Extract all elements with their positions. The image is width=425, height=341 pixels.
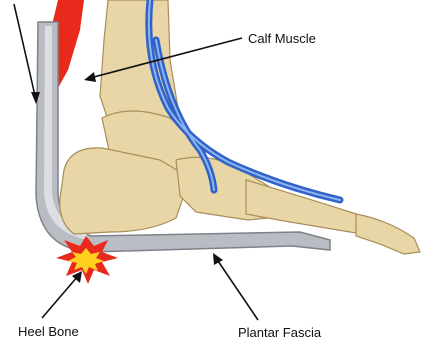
heel-bone-label: Heel Bone [18, 325, 79, 338]
arrow-plantar-fascia [216, 258, 258, 320]
arrow-calf-muscle-head [84, 72, 96, 82]
arrow-plantar-fascia-head [213, 253, 223, 265]
toe-bones [356, 214, 420, 254]
arrow-top-left [14, 4, 36, 100]
plantar-fascia-label: Plantar Fascia [238, 326, 321, 339]
arrow-heel-bone [42, 276, 78, 318]
calf-muscle-label: Calf Muscle [248, 32, 316, 45]
